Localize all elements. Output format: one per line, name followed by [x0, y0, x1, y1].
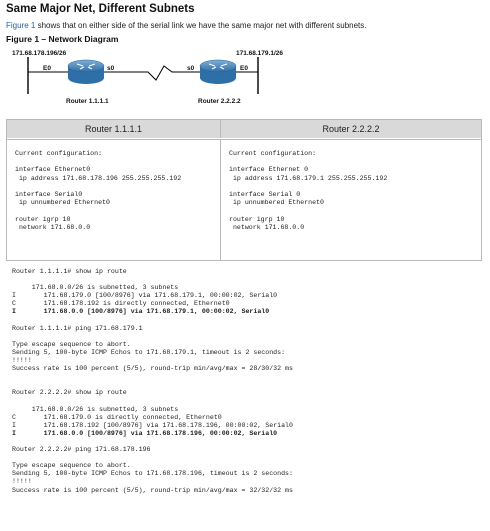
config-header-left: Router 1.1.1.1	[7, 120, 221, 138]
config-right-line: interface Serial 0	[229, 191, 301, 199]
config-right-line: Current configuration:	[229, 150, 317, 157]
config-right-line: ip address 171.68.179.1 255.255.255.192	[229, 174, 388, 182]
intro-text: shows that on either side of the serial …	[35, 21, 367, 30]
output-line: Router 2.2.2.2# ping 171.68.178.196	[12, 446, 151, 454]
left-router-label: Router 1.1.1.1	[66, 98, 109, 105]
output-line	[12, 454, 293, 462]
right-router-icon	[199, 59, 237, 84]
output-line	[12, 438, 293, 446]
output-line: I 171.68.178.192 [100/8976] via 171.68.1…	[12, 421, 293, 429]
output-line	[12, 276, 293, 284]
right-serial-label: s0	[187, 65, 195, 72]
output-line	[12, 373, 293, 381]
config-left-line: ip address 171.68.178.196 255.255.255.19…	[15, 174, 182, 182]
output-line: !!!!!	[12, 357, 32, 365]
figure-caption: Figure 1 – Network Diagram	[6, 34, 119, 44]
output-line: Type escape sequence to abort.	[12, 462, 131, 470]
config-left-line	[15, 207, 220, 215]
output-line	[12, 398, 293, 406]
output-line: Type escape sequence to abort.	[12, 340, 131, 348]
left-network-label: 171.68.178.196/26	[12, 50, 67, 57]
output-line: C 171.68.178.192 is directly connected, …	[12, 300, 230, 308]
output-line: Success rate is 100 percent (5/5), round…	[12, 365, 293, 373]
config-left-line: ip unnumbered Ethernet0	[15, 199, 110, 207]
config-right-line	[229, 158, 481, 166]
serial-link	[104, 65, 204, 81]
output-line: Sending 5, 100-byte ICMP Echos to 171.68…	[12, 348, 286, 356]
command-output: Router 1.1.1.1# show ip route 171.68.0.0…	[12, 268, 293, 495]
network-diagram-drawing	[27, 57, 259, 94]
config-right-line: interface Ethernet 0	[229, 166, 309, 174]
config-left-line	[15, 183, 220, 191]
page-title: Same Major Net, Different Subnets	[6, 3, 195, 15]
network-diagram: 171.68.178.196/26 171.68.179.1/26 E0 s0 …	[0, 46, 490, 112]
intro-paragraph: Figure 1 shows that on either side of th…	[6, 21, 367, 30]
output-line: C 171.68.179.0 is directly connected, Et…	[12, 413, 222, 421]
output-line: Success rate is 100 percent (5/5), round…	[12, 486, 293, 494]
output-line: I 171.68.0.0 [100/8976] via 171.68.178.1…	[12, 429, 278, 437]
output-line: I 171.68.179.0 [100/8976] via 171.68.179…	[12, 292, 278, 300]
output-line	[12, 317, 293, 325]
figure-link[interactable]: Figure 1	[6, 21, 36, 30]
left-serial-label: s0	[107, 65, 115, 72]
output-line: I 171.68.0.0 [100/8976] via 171.68.179.1…	[12, 308, 270, 316]
config-left-line: Current configuration:	[15, 150, 103, 157]
right-router-label: Router 2.2.2.2	[198, 98, 241, 105]
output-line	[12, 333, 293, 341]
config-table: Router 1.1.1.1 Router 2.2.2.2 Current co…	[6, 119, 482, 261]
output-line: Sending 5, 100-byte ICMP Echos to 171.68…	[12, 470, 293, 478]
output-line: !!!!!	[12, 478, 32, 486]
right-ethernet-label: E0	[240, 65, 248, 72]
output-line: 171.68.0.0/26 is subnetted, 3 subnets	[12, 284, 179, 292]
right-network-label: 171.68.179.1/26	[236, 50, 283, 57]
config-left-line: interface Serial0	[15, 191, 83, 199]
config-left-line: interface Ethernet0	[15, 166, 91, 174]
config-right-line: network 171.68.0.0	[229, 223, 305, 231]
config-left-line: network 171.68.0.0	[15, 223, 91, 231]
config-right-line: router igrp 10	[229, 215, 285, 223]
config-right-line	[229, 207, 481, 215]
config-right-line	[229, 183, 481, 191]
output-line: 171.68.0.0/26 is subnetted, 3 subnets	[12, 405, 179, 413]
config-column-left: Current configuration: interface Etherne…	[7, 139, 221, 260]
config-left-line: router igrp 10	[15, 215, 71, 223]
config-header-right: Router 2.2.2.2	[221, 120, 481, 138]
config-right-line: ip unnumbered Ethernet0	[229, 199, 324, 207]
output-line: Router 1.1.1.1# ping 171.68.179.1	[12, 324, 143, 332]
left-router-icon	[67, 59, 105, 84]
output-line	[12, 381, 293, 389]
config-column-right: Current configuration: interface Etherne…	[221, 139, 481, 260]
output-line: Router 1.1.1.1# show ip route	[12, 268, 127, 275]
config-text-left: Current configuration: interface Etherne…	[15, 150, 220, 232]
config-text-right: Current configuration: interface Etherne…	[229, 150, 481, 232]
output-line: Router 2.2.2.2# show ip route	[12, 389, 127, 397]
config-left-line	[15, 158, 220, 166]
left-ethernet-label: E0	[43, 65, 51, 72]
